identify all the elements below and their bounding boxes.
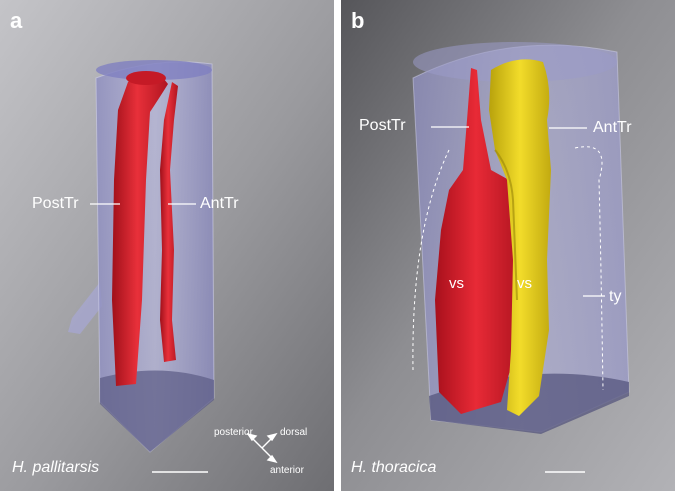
tube-top bbox=[96, 60, 212, 80]
species-label-b: H. thoracica bbox=[351, 459, 437, 476]
panel-b: b PostTr AntTr vs vs ty H. thoracica bbox=[341, 0, 675, 491]
ty-label: ty bbox=[609, 288, 622, 305]
species-label-a: H. pallitarsis bbox=[12, 459, 100, 476]
posttr-label-b: PostTr bbox=[359, 117, 406, 134]
anterior-trachea-vesicle bbox=[489, 59, 551, 416]
orientation-dorsal: dorsal bbox=[280, 427, 308, 438]
side-stub bbox=[68, 282, 102, 334]
posterior-trachea-vesicle bbox=[435, 68, 517, 414]
panel-a: a PostTr AntTr posterior dorsal anterior… bbox=[0, 0, 334, 491]
vesicle-fold bbox=[494, 149, 518, 301]
posterior-trachea bbox=[112, 73, 168, 386]
anttr-label-a: AntTr bbox=[200, 195, 239, 212]
posttr-label-a: PostTr bbox=[32, 195, 79, 212]
panel-letter-b: b bbox=[351, 8, 365, 33]
posterior-trachea-top bbox=[126, 71, 166, 85]
orientation-arrows bbox=[246, 432, 278, 464]
anterior-trachea bbox=[160, 82, 178, 362]
vs-label-left: vs bbox=[449, 275, 464, 292]
orientation-posterior: posterior bbox=[214, 427, 253, 438]
panel-a-scene bbox=[0, 0, 334, 491]
panel-letter-a: a bbox=[10, 8, 23, 33]
orientation-anterior: anterior bbox=[270, 465, 304, 476]
panel-b-scene bbox=[341, 0, 675, 491]
vs-label-right: vs bbox=[517, 275, 532, 292]
anttr-label-b: AntTr bbox=[593, 119, 632, 136]
tube-bottom bbox=[100, 370, 214, 452]
